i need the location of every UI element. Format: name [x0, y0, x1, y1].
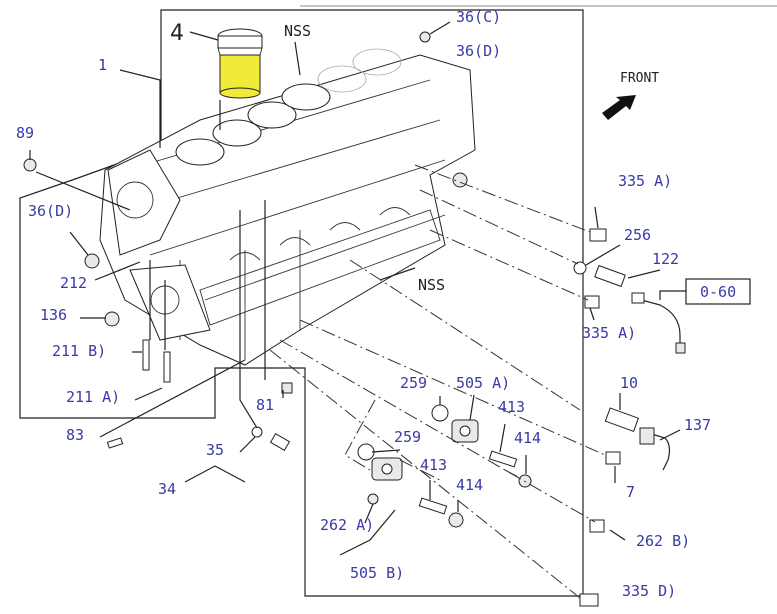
main-frame-outline — [19, 9, 584, 597]
bolt-335a-mid — [584, 295, 600, 309]
label-262a[interactable]: 262 A) — [320, 516, 374, 534]
label-4[interactable]: 4 — [170, 21, 184, 46]
label-212[interactable]: 212 — [60, 274, 87, 292]
label-136[interactable]: 136 — [40, 306, 67, 324]
plug-36c — [419, 31, 431, 43]
label-211b[interactable]: 211 B) — [52, 342, 106, 360]
label-137[interactable]: 137 — [684, 416, 711, 434]
label-34[interactable]: 34 — [158, 480, 176, 498]
label-35[interactable]: 35 — [206, 441, 224, 459]
washer-35 — [251, 426, 263, 438]
label-7[interactable]: 7 — [626, 483, 635, 501]
plug-81 — [281, 382, 293, 394]
engine-block — [99, 48, 476, 366]
label-505b[interactable]: 505 B) — [350, 564, 404, 582]
bolt-211b — [142, 339, 150, 371]
label-36d-left[interactable]: 36(D) — [28, 202, 73, 220]
leader-lines — [29, 21, 681, 556]
bolt-262a — [367, 493, 379, 505]
label-414-top[interactable]: 414 — [514, 429, 541, 447]
bolt-7 — [605, 451, 621, 465]
label-36d-top[interactable]: 36(D) — [456, 42, 501, 60]
plug-34 — [269, 432, 291, 452]
label-335a-mid[interactable]: 335 A) — [582, 324, 636, 342]
label-335a-top[interactable]: 335 A) — [618, 172, 672, 190]
label-413-top[interactable]: 413 — [498, 398, 525, 416]
sensor-122 — [594, 264, 626, 288]
label-414-low[interactable]: 414 — [456, 476, 483, 494]
bolt-413-low — [418, 497, 448, 515]
callout-labels: 1 4 NSS 36(C) 36(D) FRONT 89 36(D) 212 1… — [16, 8, 736, 600]
label-122[interactable]: 122 — [652, 250, 679, 268]
nut-414-low — [448, 512, 464, 528]
gasket-259-top — [431, 404, 449, 422]
bolt-262b — [589, 519, 605, 533]
label-front: FRONT — [620, 71, 659, 86]
cylinder-liner-part[interactable] — [217, 28, 263, 99]
label-413-low[interactable]: 413 — [420, 456, 447, 474]
bolt-413-top — [488, 450, 518, 468]
bolt-211a — [163, 351, 171, 383]
label-259-low[interactable]: 259 — [394, 428, 421, 446]
label-1[interactable]: 1 — [98, 56, 107, 74]
label-36c[interactable]: 36(C) — [456, 8, 501, 26]
plug-36d-left — [84, 253, 100, 269]
plug-89 — [23, 158, 37, 172]
bolt-335a-top — [589, 228, 607, 242]
plug-136 — [104, 311, 120, 327]
label-89[interactable]: 89 — [16, 124, 34, 142]
assembly-lines — [269, 164, 606, 599]
dowel-83 — [106, 437, 124, 449]
label-256[interactable]: 256 — [624, 226, 651, 244]
label-262b[interactable]: 262 B) — [636, 532, 690, 550]
washer-256 — [573, 261, 587, 275]
label-81[interactable]: 81 — [256, 396, 274, 414]
front-arrow-icon — [602, 95, 636, 120]
small-parts — [23, 31, 686, 607]
label-83[interactable]: 83 — [66, 426, 84, 444]
sensor-0-60 — [633, 297, 681, 345]
label-335d[interactable]: 335 D) — [622, 582, 676, 600]
label-10[interactable]: 10 — [620, 374, 638, 392]
label-0-60[interactable]: 0-60 — [700, 283, 736, 301]
label-nss-top: NSS — [284, 22, 311, 40]
label-211a[interactable]: 211 A) — [66, 388, 120, 406]
label-505a[interactable]: 505 A) — [456, 374, 510, 392]
bolt-335d — [579, 593, 599, 607]
gasket-259-low — [357, 443, 375, 461]
label-nss-mid: NSS — [418, 276, 445, 294]
label-259-top[interactable]: 259 — [400, 374, 427, 392]
sensor-10 — [604, 407, 640, 433]
